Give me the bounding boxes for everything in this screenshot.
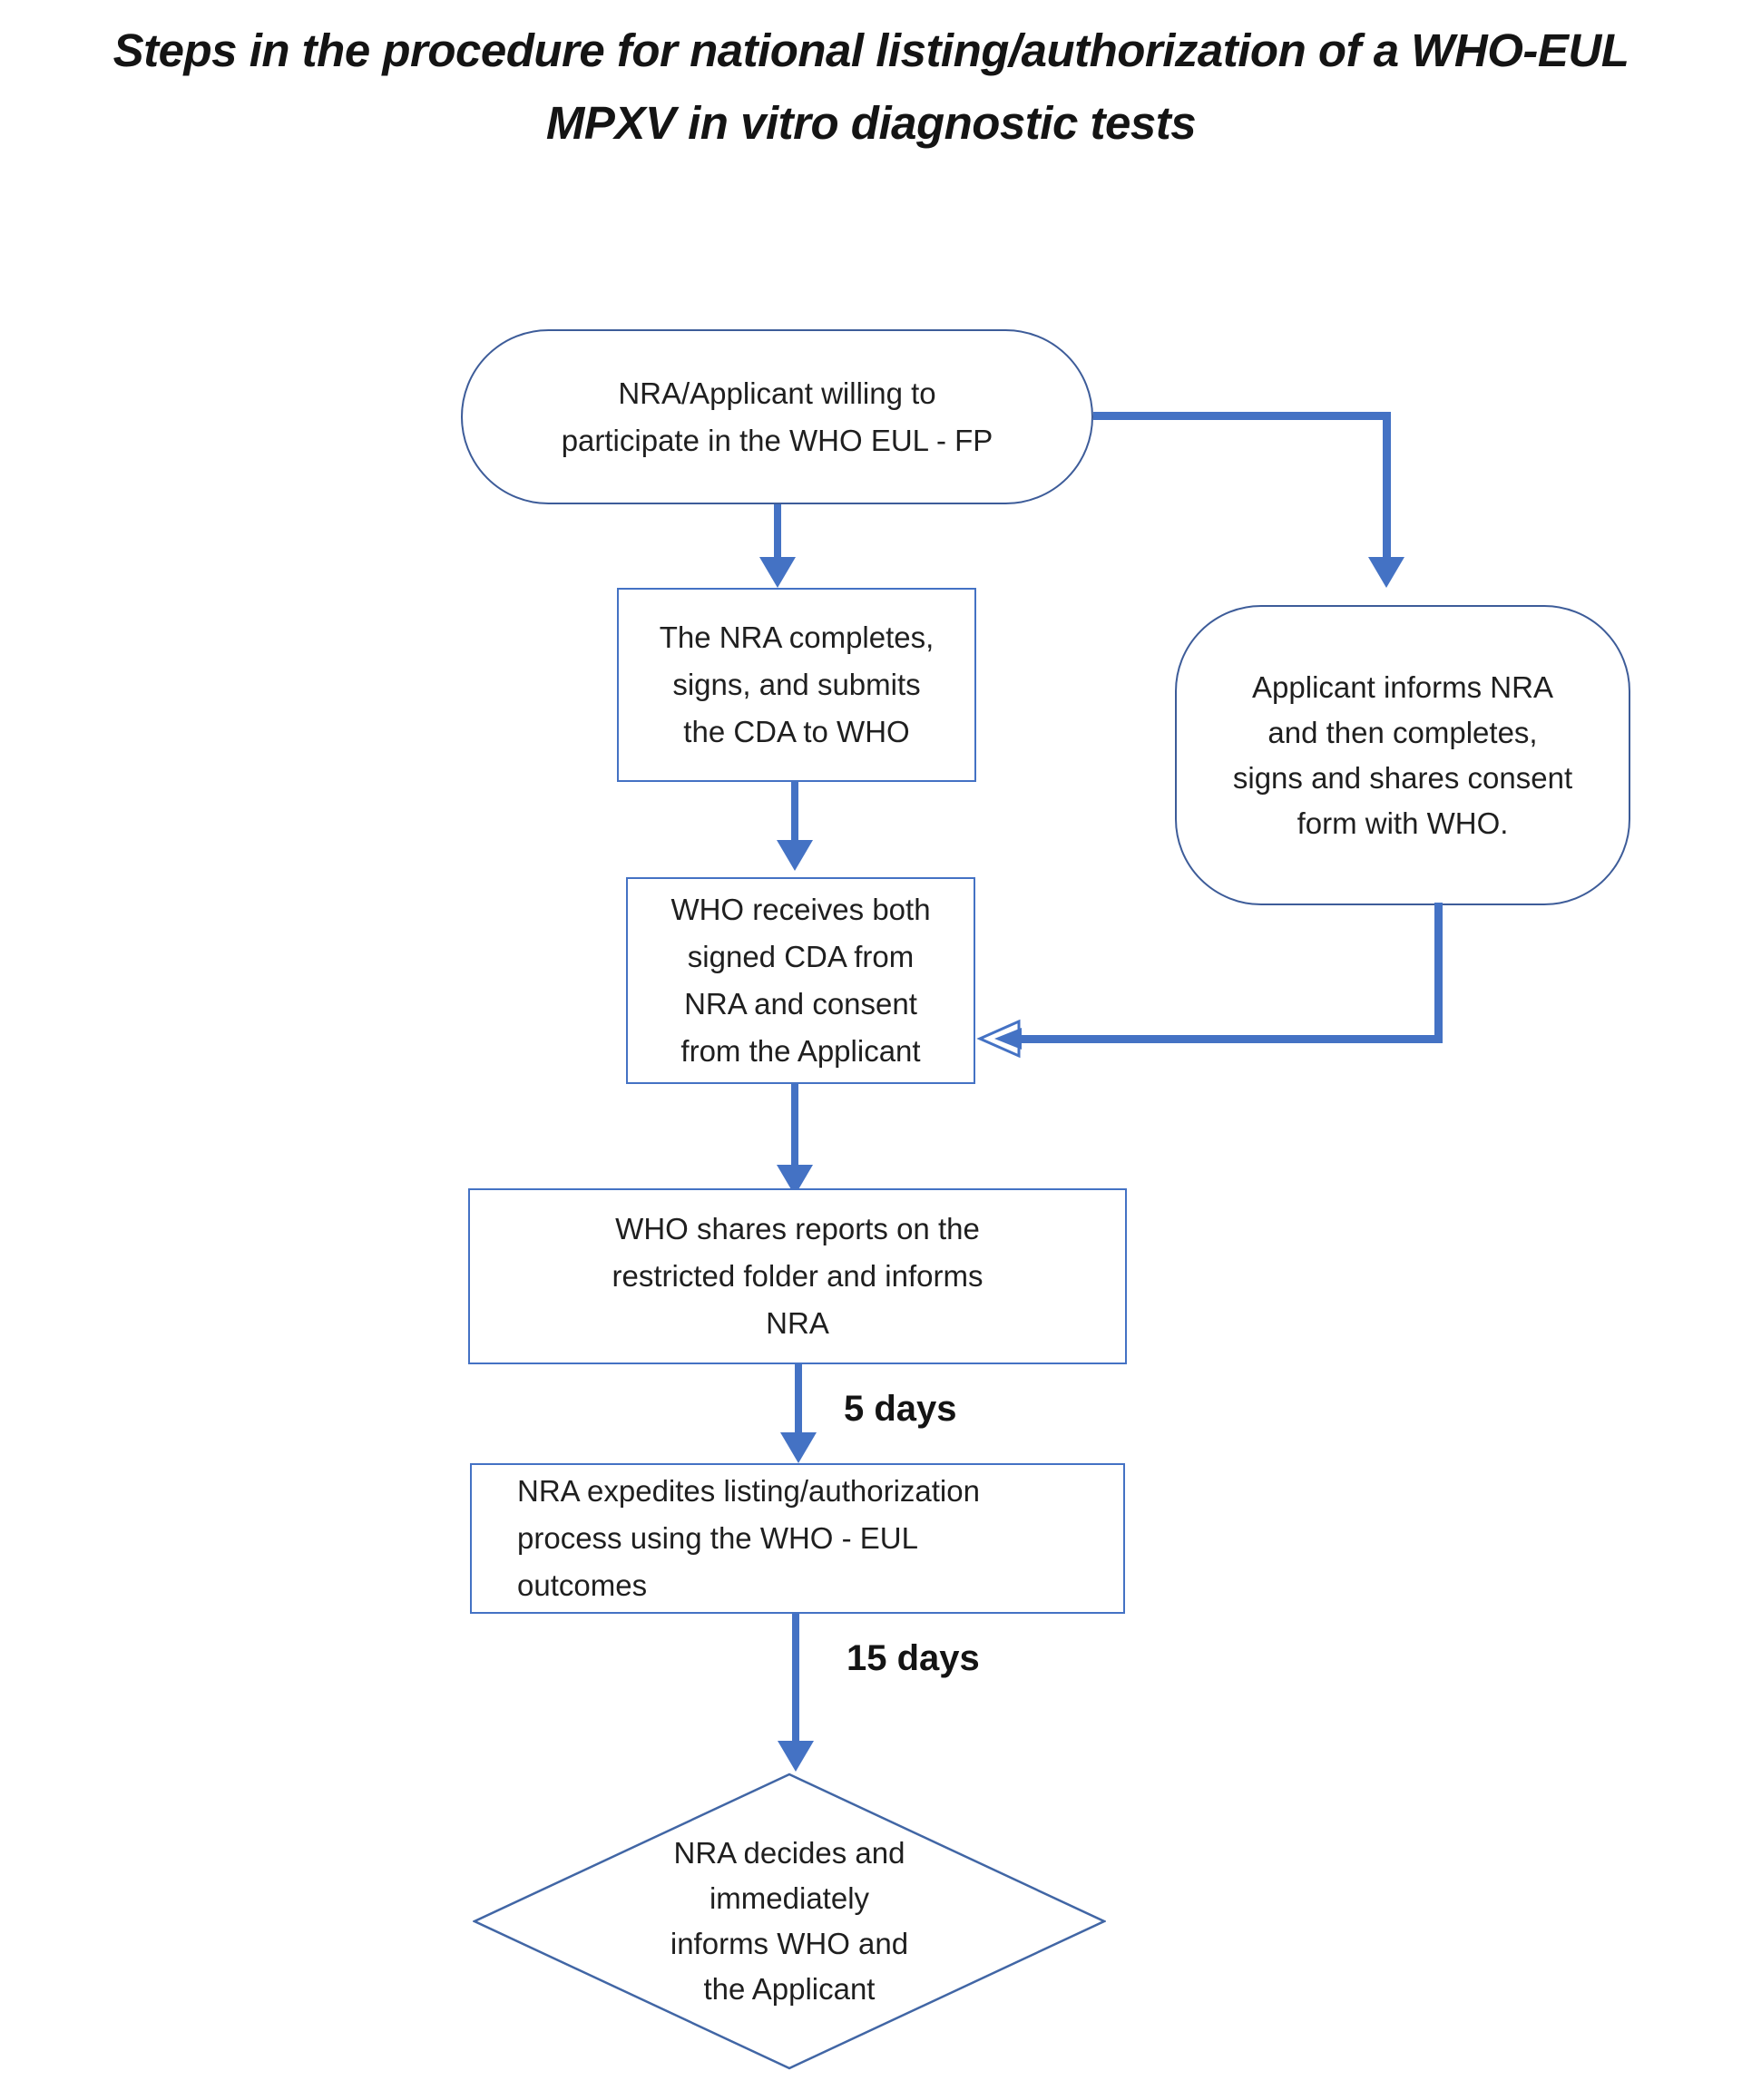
node-nra-cda-box: The NRA completes, signs, and submits th… <box>617 588 976 782</box>
node-who-receives-box: WHO receives both signed CDA from NRA an… <box>626 877 975 1084</box>
node-decision-diamond <box>473 1773 1106 2070</box>
arrow-shares-to-expedites-head <box>780 1432 817 1463</box>
node-decision-line: informs WHO and <box>670 1927 909 1960</box>
node-who-receives-line: WHO receives both <box>670 893 931 926</box>
node-nra-cda-line: the CDA to WHO <box>683 715 910 748</box>
node-nra-cda-line: signs, and submits <box>672 668 921 701</box>
node-nra-expedites-box: NRA expedites listing/authorization proc… <box>470 1463 1125 1614</box>
page-title: Steps in the procedure for national list… <box>0 15 1742 160</box>
node-applicant-consent-line: form with WHO. <box>1297 806 1509 840</box>
node-nra-expedites-line: process using the WHO - EUL <box>517 1521 918 1555</box>
node-start-oval: NRA/Applicant willing to participate in … <box>461 329 1093 504</box>
node-applicant-consent-line: signs and shares consent <box>1232 760 1573 795</box>
node-who-receives-line: NRA and consent <box>684 987 917 1021</box>
node-who-shares-line: restricted folder and informs <box>612 1259 984 1293</box>
page-title-line-1: Steps in the procedure for national list… <box>113 24 1629 76</box>
label-5-days: 5 days <box>844 1389 957 1429</box>
node-who-shares-line: WHO shares reports on the <box>615 1212 980 1245</box>
node-who-shares-box: WHO shares reports on the restricted fol… <box>468 1188 1127 1364</box>
node-who-receives-line: from the Applicant <box>680 1034 921 1068</box>
node-who-receives-line: signed CDA from <box>687 940 915 973</box>
page-title-line-2: MPXV in vitro diagnostic tests <box>545 97 1197 149</box>
connector-start-to-applicant-hbar <box>1093 412 1391 420</box>
connector-start-to-applicant-head <box>1368 557 1404 588</box>
arrow-start-to-cda-shaft <box>774 504 781 559</box>
connector-applicant-to-receives-vbar <box>1434 903 1443 1042</box>
arrow-expedites-to-decision-shaft <box>792 1614 799 1743</box>
arrow-receives-to-shares-shaft <box>791 1084 798 1167</box>
arrow-expedites-to-decision-head <box>778 1741 814 1772</box>
connector-start-to-applicant-vbar <box>1383 412 1391 557</box>
node-decision-line: immediately <box>709 1881 870 1915</box>
node-who-shares-line: NRA <box>766 1306 829 1340</box>
node-nra-expedites-line: NRA expedites listing/authorization <box>517 1474 980 1508</box>
node-applicant-consent: Applicant informs NRA and then completes… <box>1175 605 1630 905</box>
arrow-cda-to-receives-head <box>777 840 813 871</box>
node-start-line: participate in the WHO EUL - FP <box>561 423 993 457</box>
node-nra-cda-line: The NRA completes, <box>659 620 935 654</box>
arrow-shares-to-expedites-shaft <box>795 1364 802 1434</box>
label-15-days: 15 days <box>847 1638 980 1678</box>
node-applicant-consent-line: Applicant informs NRA <box>1252 669 1553 704</box>
node-nra-expedites-line: outcomes <box>517 1568 648 1602</box>
arrow-cda-to-receives-shaft <box>791 782 798 842</box>
node-applicant-consent-line: and then completes, <box>1267 715 1538 749</box>
connector-applicant-to-receives-hbar <box>1014 1035 1443 1043</box>
node-start-line: NRA/Applicant willing to <box>618 376 936 410</box>
node-decision-text: NRA decides and immediately informs WHO … <box>473 1773 1106 2070</box>
node-decision-line: NRA decides and <box>673 1836 905 1870</box>
arrow-start-to-cda-head <box>759 557 796 588</box>
node-decision-line: the Applicant <box>703 1972 876 2006</box>
connector-applicant-to-receives-open-arrowhead <box>976 1019 1022 1059</box>
